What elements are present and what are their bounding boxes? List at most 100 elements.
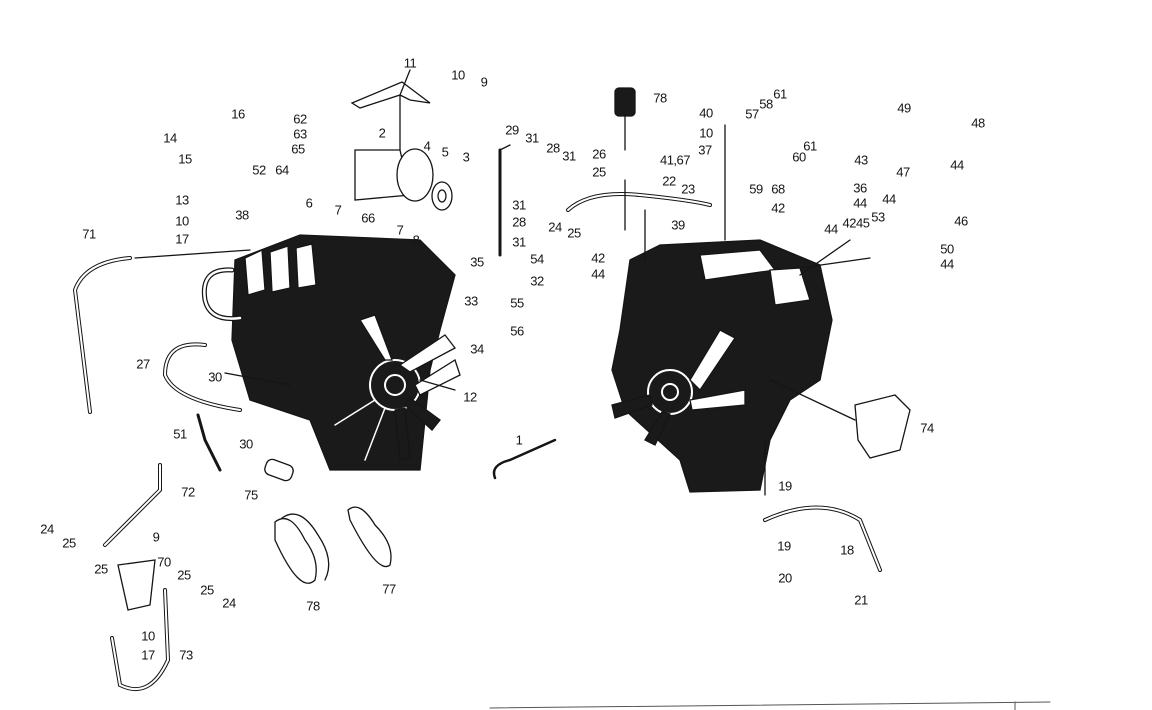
callout-label: 31 bbox=[562, 148, 576, 164]
callout-label: 28 bbox=[546, 140, 560, 156]
callout-label: 41,67 bbox=[659, 152, 691, 168]
callout-label: 63 bbox=[293, 126, 307, 142]
callout-label: 75 bbox=[244, 487, 258, 503]
callout-label: 44 bbox=[940, 256, 954, 272]
callout-label: 35 bbox=[470, 254, 484, 270]
callout-label: 7 bbox=[334, 202, 342, 218]
callout-label: 25 bbox=[94, 561, 108, 577]
callout-label: 25 bbox=[62, 535, 76, 551]
callout-label: 47 bbox=[896, 164, 910, 180]
callout-label: 42 bbox=[771, 200, 785, 216]
callout-label: 9 bbox=[152, 529, 160, 545]
callout-label: 25 bbox=[592, 164, 606, 180]
callout-label: 9 bbox=[480, 74, 488, 90]
callout-label: 29 bbox=[505, 122, 519, 138]
callout-label: 36 bbox=[853, 180, 867, 196]
callout-label: 57 bbox=[745, 106, 759, 122]
callout-label: 77 bbox=[382, 581, 396, 597]
callout-label: 48 bbox=[971, 115, 985, 131]
callout-label: 27 bbox=[136, 356, 150, 372]
callout-label: 17 bbox=[175, 231, 189, 247]
callout-label: 62 bbox=[293, 111, 307, 127]
callout-label: 61 bbox=[773, 86, 787, 102]
callout-label: 51 bbox=[173, 426, 187, 442]
left-engine bbox=[201, 234, 461, 471]
callout-label: 10 bbox=[451, 67, 465, 83]
callout-label: 3 bbox=[462, 149, 470, 165]
callout-label: 61 bbox=[803, 138, 817, 154]
callout-label: 25 bbox=[567, 225, 581, 241]
callout-label: 32 bbox=[530, 273, 544, 289]
callout-label: 52 bbox=[252, 162, 266, 178]
callout-label: 68 bbox=[771, 181, 785, 197]
callout-label: 64 bbox=[275, 162, 289, 178]
alternator bbox=[350, 81, 453, 211]
callout-label: 19 bbox=[778, 478, 792, 494]
callout-label: 31 bbox=[512, 197, 526, 213]
callout-label: 5 bbox=[441, 144, 449, 160]
callout-label: 2 bbox=[378, 125, 386, 141]
callout-label: 8 bbox=[412, 232, 420, 248]
callout-label: 21 bbox=[854, 592, 868, 608]
callout-label: 58 bbox=[759, 96, 773, 112]
callout-label: 24 bbox=[40, 521, 54, 537]
callout-label: 30 bbox=[239, 436, 253, 452]
callout-label: 14 bbox=[163, 130, 177, 146]
callout-label: 26 bbox=[592, 146, 606, 162]
callout-label: 28 bbox=[512, 214, 526, 230]
callout-label: 34 bbox=[470, 341, 484, 357]
callout-label: 66 bbox=[361, 210, 375, 226]
callout-label: 22 bbox=[662, 173, 676, 189]
callout-label: 46 bbox=[954, 213, 968, 229]
callout-label: 56 bbox=[510, 323, 524, 339]
callout-label: 30 bbox=[208, 369, 222, 385]
callout-label: 10 bbox=[699, 125, 713, 141]
callout-label: 24 bbox=[548, 219, 562, 235]
callout-label: 44 bbox=[853, 195, 867, 211]
callout-label: 20 bbox=[778, 570, 792, 586]
callout-label: 39 bbox=[671, 217, 685, 233]
callout-label: 60 bbox=[792, 149, 806, 165]
callout-label: 10 bbox=[175, 213, 189, 229]
callout-label: 73 bbox=[179, 647, 193, 663]
callout-label: 17 bbox=[141, 647, 155, 663]
callout-label: 16 bbox=[231, 106, 245, 122]
callout-label: 49 bbox=[897, 100, 911, 116]
callout-label: 4245 bbox=[842, 215, 870, 231]
callout-label: 1 bbox=[515, 432, 523, 448]
callout-label: 74 bbox=[920, 420, 934, 436]
callout-label: 25 bbox=[200, 582, 214, 598]
callout-label: 10 bbox=[141, 628, 155, 644]
callout-label: 25 bbox=[177, 567, 191, 583]
callout-label: 50 bbox=[940, 241, 954, 257]
callout-label: 78 bbox=[653, 90, 667, 106]
callout-label: 40 bbox=[699, 105, 713, 121]
callout-label: 44 bbox=[882, 191, 896, 207]
callout-label: 44 bbox=[591, 266, 605, 282]
callout-label: 19 bbox=[777, 538, 791, 554]
callout-label: 24 bbox=[222, 595, 236, 611]
callout-label: 43 bbox=[854, 152, 868, 168]
callout-label: 6 bbox=[305, 195, 313, 211]
callout-label: 70 bbox=[157, 554, 171, 570]
callout-label: 42 bbox=[591, 250, 605, 266]
callout-label: 15 bbox=[178, 151, 192, 167]
callout-label: 71 bbox=[82, 226, 96, 242]
callout-label: 11 bbox=[403, 55, 417, 71]
callout-label: 31 bbox=[512, 234, 526, 250]
callout-label: 12 bbox=[463, 389, 477, 405]
callout-label: 37 bbox=[698, 142, 712, 158]
callout-label: 23 bbox=[681, 181, 695, 197]
callout-label: 4 bbox=[423, 138, 431, 154]
callout-label: 13 bbox=[175, 192, 189, 208]
callout-label: 44 bbox=[950, 157, 964, 173]
right-engine bbox=[611, 239, 833, 493]
callout-label: 54 bbox=[530, 251, 544, 267]
callout-label: 38 bbox=[235, 207, 249, 223]
callout-label: 44 bbox=[824, 221, 838, 237]
callout-label: 55 bbox=[510, 295, 524, 311]
callout-label: 33 bbox=[464, 293, 478, 309]
callout-label: 18 bbox=[840, 542, 854, 558]
